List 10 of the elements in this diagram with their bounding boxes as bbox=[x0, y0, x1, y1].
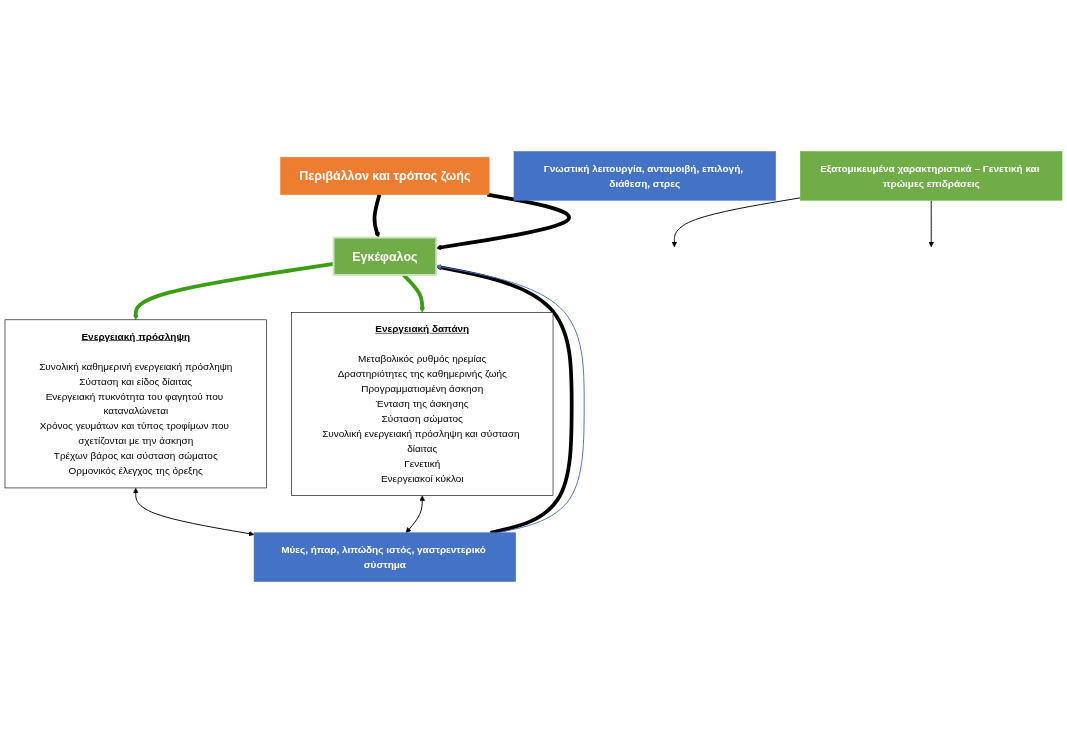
node-box: Ενεργειακή πρόσληψη Συνολική καθημερινή ενεργειακή πρόσληψη Σύσταση και είδος δίαιτας Ενεργειακή πυκνότητα του φαγητού που καταναλώνεται Χρόνος γευμάτων και τύπος τροφίμων που σχετίζονται με την άσκηση Τρέχων βάρος και σύσταση σώματος Ορμονικός έλεγχος της όρεξης bbox=[4, 319, 267, 489]
arrow bbox=[133, 262, 334, 321]
node-box: Εγκέφαλος bbox=[332, 236, 438, 276]
arrow bbox=[372, 194, 382, 238]
node-box: Περιβάλλον και τρόπος ζωής bbox=[280, 156, 490, 195]
node-box: Μύες, ήπαρ, λιπώδης ιστός, γαστρεντερικό σύστημα bbox=[253, 532, 516, 582]
node-box: Γνωστική λειτουργία, ανταμοιβή, επιλογή, διάθεση, στρες bbox=[513, 151, 776, 201]
node-box: Εξατομικευμένα χαρακτηριστικά – Γενετική και πρώιμες επιδράσεις bbox=[800, 151, 1063, 201]
arrow bbox=[402, 273, 425, 313]
node-box: Ενεργειακή δαπάνη Μεταβολικός ρυθμός ηρεμίας Δραστηριότητες της καθημερινής ζωής Προγραμματισμένη άσκηση Ένταση της άσκησης Σύσταση σώματος Συνολική ενεργειακή πρόσληψη και σύσταση δίαιτας Γενετική Ενεργειακοί κύκλοι bbox=[291, 312, 554, 496]
